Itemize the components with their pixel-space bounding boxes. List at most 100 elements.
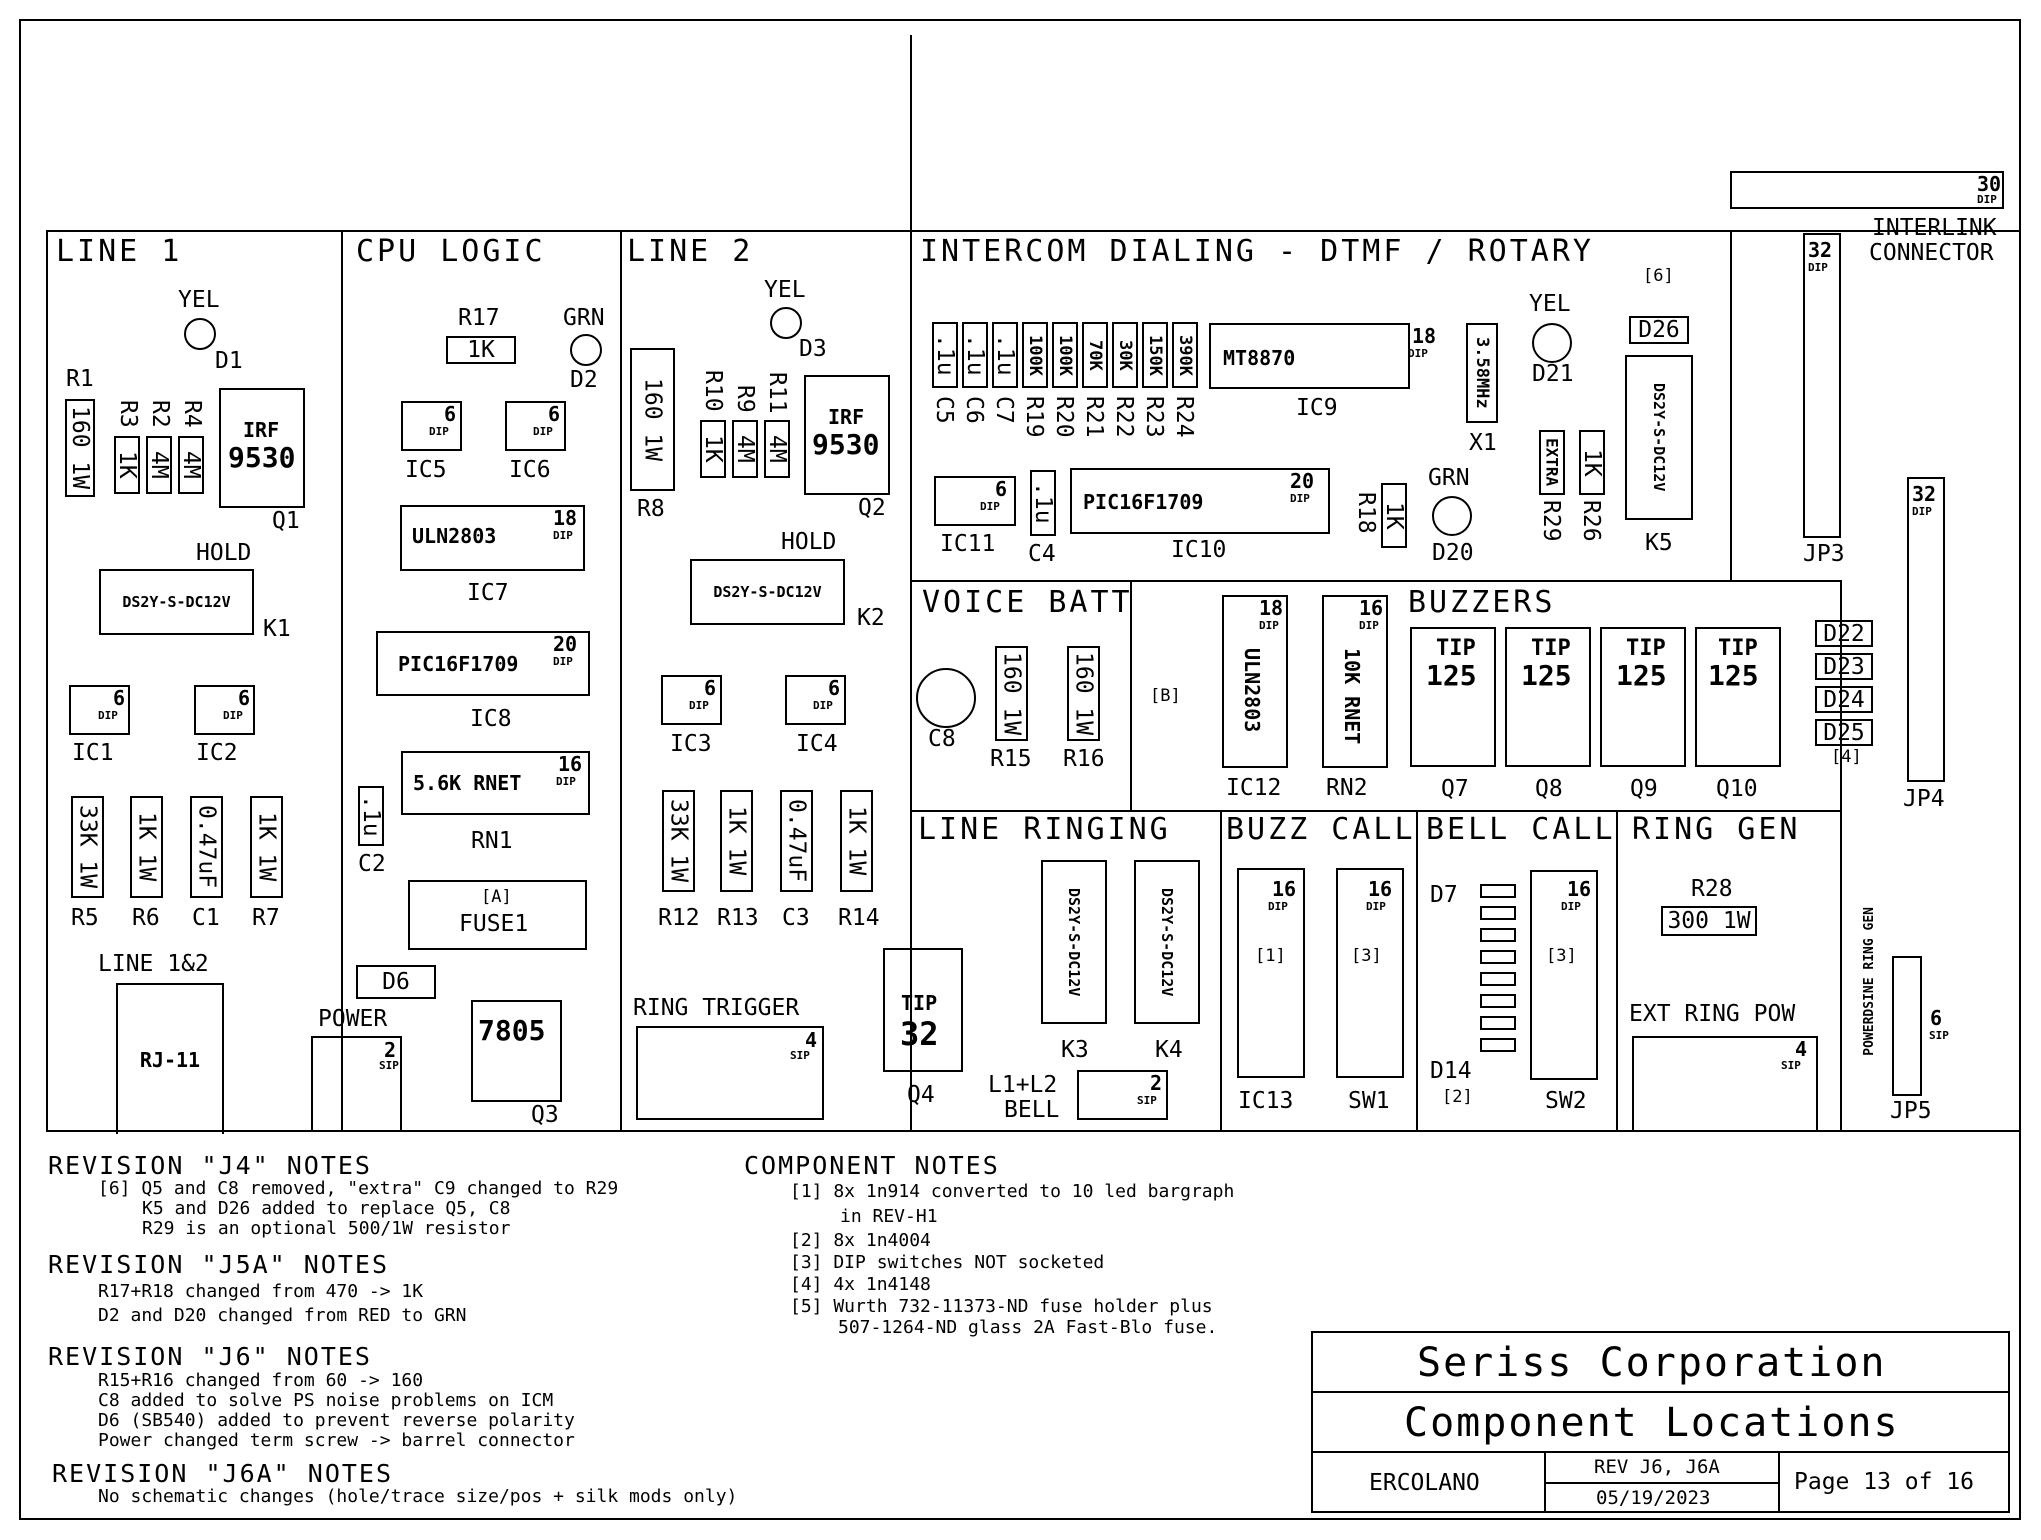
- resistor-r14: 1K 1W: [840, 790, 873, 892]
- led-color: GRN: [563, 305, 605, 331]
- cap-c3: 0.47uF: [780, 790, 813, 892]
- transistor-q7: [1410, 627, 1496, 767]
- ref: SW2: [1545, 1088, 1587, 1114]
- value: 160 1W: [67, 406, 93, 490]
- divider: [1130, 580, 1132, 810]
- board-outline: [46, 230, 2021, 1132]
- part: ULN2803: [1240, 648, 1264, 733]
- label: LINE 1&2: [98, 951, 209, 977]
- ref: D2: [570, 367, 598, 393]
- ic1: [69, 685, 130, 735]
- note-ref: [6]: [1643, 266, 1674, 286]
- cap-c7: .1u: [992, 322, 1018, 388]
- resistor-r13: 1K 1W: [720, 790, 753, 892]
- package: DIP: [1359, 619, 1379, 632]
- ref: IC10: [1171, 537, 1227, 563]
- label: RING TRIGGER: [633, 995, 800, 1021]
- note-line: No schematic changes (hole/trace size/po…: [98, 1486, 738, 1507]
- pin-count: 6: [1930, 1006, 1943, 1030]
- ref: C1: [192, 905, 220, 931]
- part: 9530: [812, 428, 880, 461]
- resistor-r18: 1K: [1381, 483, 1407, 548]
- note-line: D6 (SB540) added to prevent reverse pola…: [98, 1410, 575, 1431]
- diode-array: [1480, 906, 1516, 920]
- ref: R14: [838, 905, 880, 931]
- value: 3.58MHz: [1472, 337, 1492, 409]
- led-d20: [1432, 496, 1472, 536]
- package: SIP: [1929, 1029, 1949, 1042]
- ref: R1: [66, 366, 94, 392]
- ref: SW1: [1348, 1088, 1390, 1114]
- pin-count: 2: [384, 1038, 397, 1062]
- value: D24: [1823, 686, 1865, 713]
- part: DS2Y-S-DC12V: [1158, 887, 1176, 997]
- diode-d24: D24: [1815, 686, 1873, 713]
- resistor-r4: 4M: [178, 436, 204, 494]
- ref: Q9: [1630, 776, 1658, 802]
- cap-c2: .1u: [358, 786, 384, 846]
- ref: R9: [732, 385, 758, 413]
- ref: R23: [1141, 396, 1167, 438]
- ref: C3: [782, 905, 810, 931]
- value: .1u: [1030, 482, 1056, 524]
- value: 100K: [1025, 334, 1045, 376]
- ref: D7: [1430, 882, 1458, 908]
- ref: K1: [263, 616, 291, 642]
- value: 1K 1W: [253, 812, 280, 882]
- note-line: C8 added to solve PS noise problems on I…: [98, 1390, 554, 1411]
- section-ringing: LINE RINGING: [918, 812, 1171, 847]
- part: MT8870: [1223, 346, 1296, 370]
- diode-d25: D25: [1815, 719, 1873, 746]
- ref: R3: [115, 400, 141, 428]
- pin-count: 18: [1259, 596, 1284, 620]
- section-cpu: CPU LOGIC: [356, 234, 546, 269]
- resistor-r24: 390K: [1172, 322, 1198, 388]
- value: 0.47uF: [783, 799, 810, 883]
- ref: R17: [458, 305, 500, 331]
- ref: C6: [961, 396, 987, 424]
- ic4: [785, 675, 846, 725]
- package: DIP: [1268, 900, 1288, 913]
- ref: C5: [931, 396, 957, 424]
- crystal-x1: 3.58MHz: [1466, 323, 1498, 423]
- pin-count: 16: [1368, 877, 1393, 901]
- power-connector: [311, 1036, 402, 1132]
- package: DIP: [1408, 347, 1428, 360]
- section-buzzers: BUZZERS: [1408, 585, 1556, 620]
- ref: R15: [990, 746, 1032, 772]
- led-d21: [1532, 323, 1572, 363]
- package: DIP: [429, 425, 449, 438]
- ref: R6: [132, 905, 160, 931]
- ic7: [400, 505, 585, 571]
- package: DIP: [1561, 900, 1581, 913]
- ic6: [505, 401, 566, 451]
- part: PIC16F1709: [1083, 490, 1204, 514]
- ref: R19: [1021, 396, 1047, 438]
- note-line: [5] Wurth 732-11373-ND fuse holder plus: [790, 1296, 1213, 1317]
- package: SIP: [1137, 1094, 1157, 1107]
- part: 125: [1426, 659, 1477, 692]
- section-line1: LINE 1: [56, 234, 183, 269]
- package: DIP: [553, 655, 573, 668]
- resistor-r22: 30K: [1112, 322, 1138, 388]
- regulator-q3: [471, 1000, 562, 1102]
- dip-switch-sw1: [1336, 868, 1404, 1078]
- ref: R16: [1063, 746, 1105, 772]
- part: IRF: [243, 418, 280, 442]
- package: DIP: [553, 529, 573, 542]
- package: SIP: [379, 1059, 399, 1072]
- ref: R2: [147, 400, 173, 428]
- resistor-r16: 160 1W: [1067, 646, 1100, 741]
- pin-count: 2: [1150, 1071, 1163, 1095]
- value: 160 1W: [998, 651, 1025, 736]
- header-jp4: [1907, 477, 1945, 782]
- bell-connector: [1077, 1070, 1168, 1120]
- fuse1: [408, 880, 587, 950]
- revision: REV J6, J6A: [1594, 1456, 1720, 1478]
- ring-trigger-connector: [636, 1026, 824, 1120]
- ic9: [1209, 323, 1410, 389]
- ref: R12: [658, 905, 700, 931]
- part: ULN2803: [412, 524, 497, 548]
- value: 390K: [1175, 334, 1195, 376]
- value: 4M: [146, 451, 172, 479]
